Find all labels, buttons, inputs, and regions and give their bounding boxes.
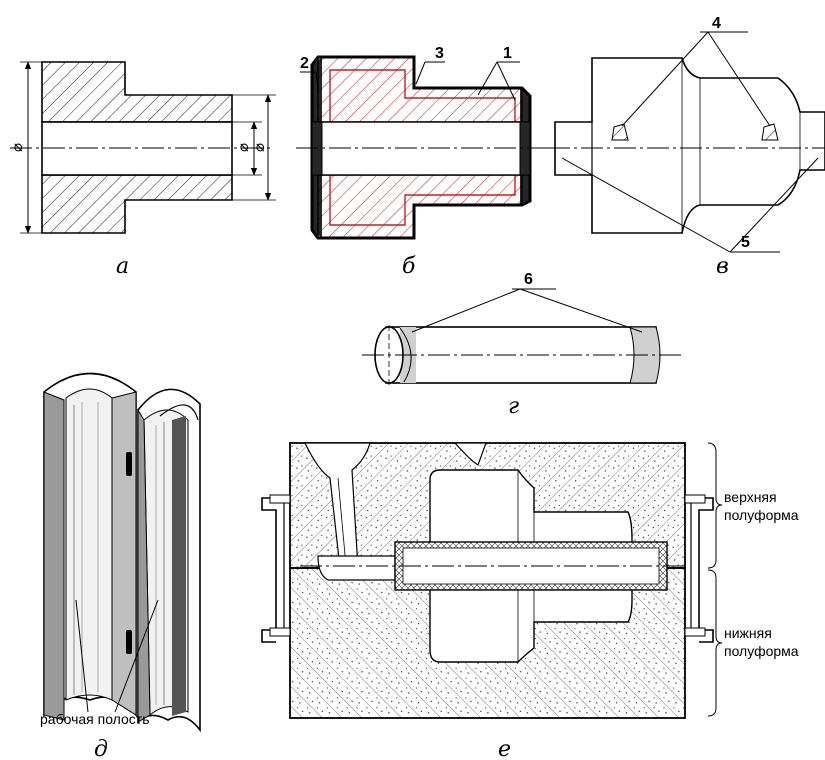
figure-v-pattern: [548, 31, 825, 253]
figure-g-core: [362, 288, 684, 387]
figure-label-g: г: [508, 394, 519, 419]
callout-2: 2: [300, 55, 309, 72]
dim-outer-diameter: ⌀: [8, 143, 26, 152]
callout-5: 5: [741, 234, 750, 251]
working-cavity-label: рабочая полость: [40, 711, 150, 727]
figure-a-part: [10, 61, 276, 234]
figure-label-b: б: [402, 254, 416, 279]
upper-mold-label-2: полуформа: [724, 507, 799, 523]
figure-label-a: а: [116, 254, 129, 279]
figure-d-core-box: [43, 372, 201, 733]
figure-label-v: в: [716, 254, 729, 279]
callout-1: 1: [503, 45, 512, 62]
callout-3: 3: [435, 45, 444, 62]
callout-4: 4: [712, 15, 721, 32]
figure-e-mold: [261, 442, 723, 719]
dim-inner-diameter-1: ⌀: [234, 143, 252, 152]
lower-mold-label-2: полуформа: [724, 643, 799, 659]
upper-mold-label-1: верхняя: [724, 489, 777, 505]
figure-b-casting: [296, 55, 550, 240]
figure-label-e: е: [498, 737, 511, 760]
figure-label-d: д: [94, 737, 108, 760]
dim-inner-diameter-2: ⌀: [250, 143, 268, 152]
lower-mold-label-1: нижняя: [724, 625, 772, 641]
callout-6: 6: [524, 271, 533, 288]
